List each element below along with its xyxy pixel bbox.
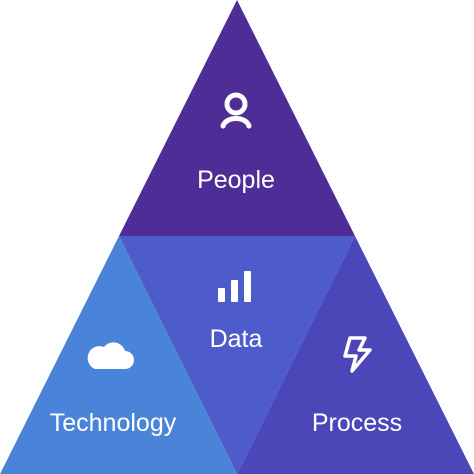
- bar-chart-icon: [218, 271, 251, 302]
- people-label: People: [197, 166, 275, 194]
- person-icon: [220, 92, 252, 129]
- technology-label: Technology: [50, 409, 177, 437]
- data-segment: [119, 236, 355, 474]
- process-label: Process: [312, 409, 402, 437]
- cloud-icon: [87, 342, 134, 369]
- data-label: Data: [210, 325, 263, 353]
- lightning-bolt-icon: [343, 336, 372, 373]
